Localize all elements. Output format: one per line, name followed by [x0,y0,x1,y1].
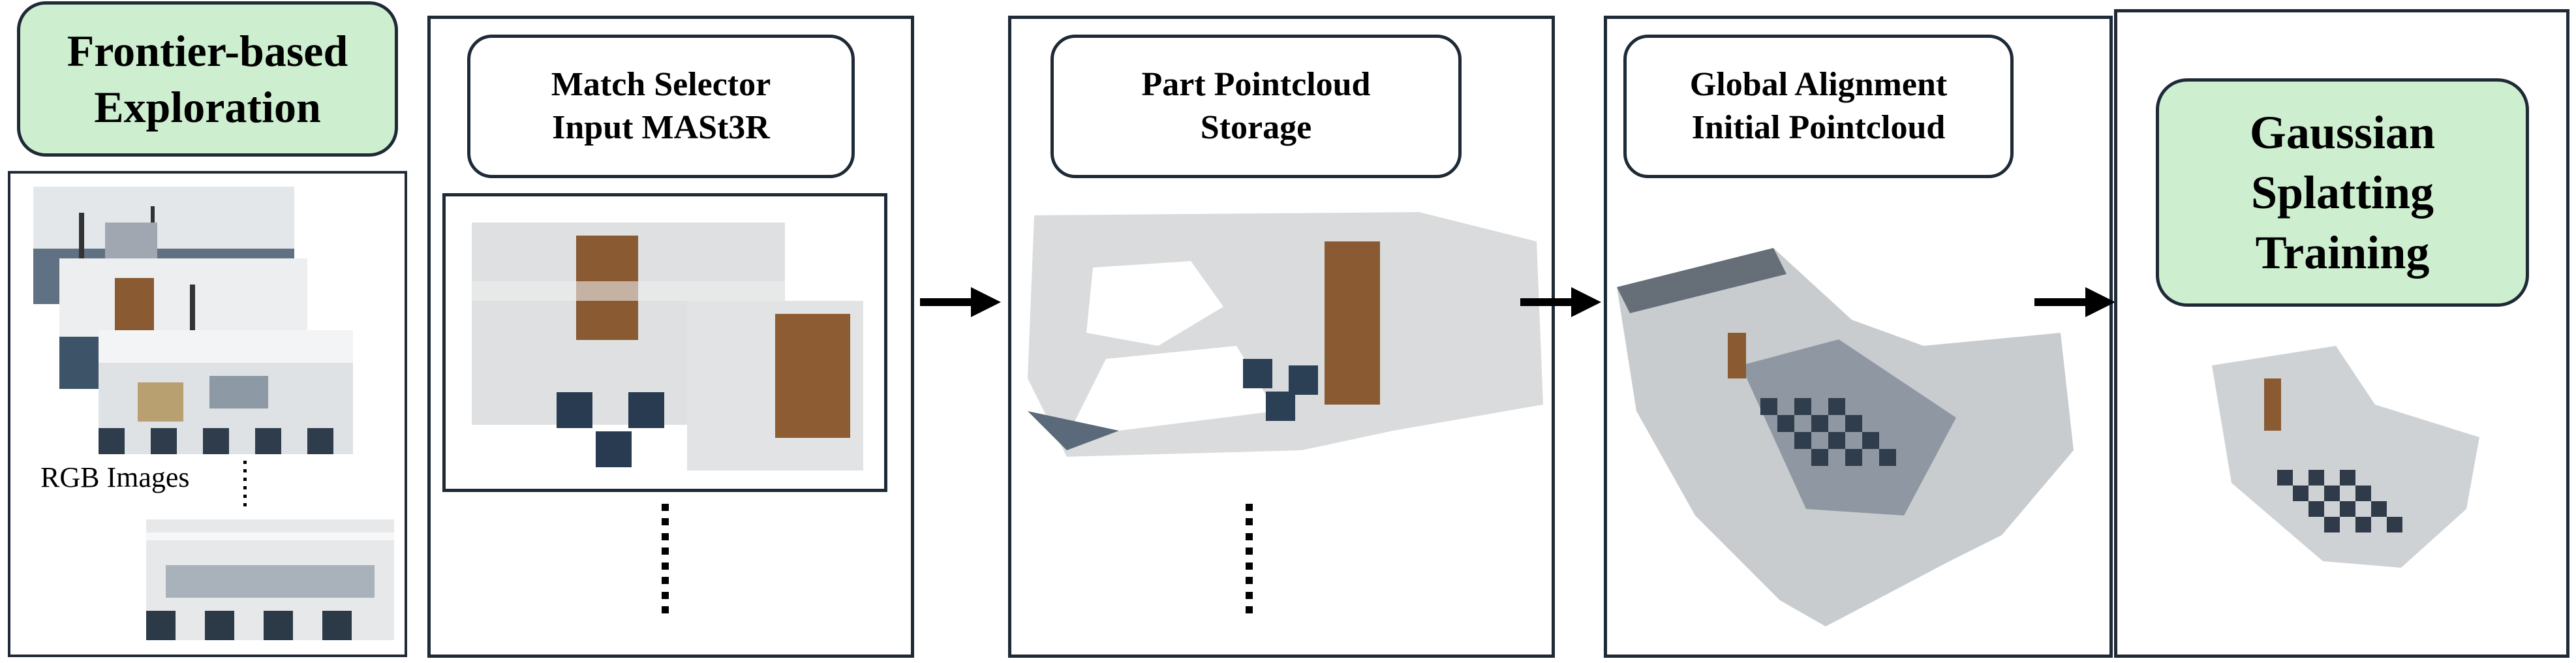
global-pointcloud-render [1617,248,2074,626]
part-pointcloud-title: Part Pointcloud Storage [1050,35,1462,178]
match-selector-title: Match Selector Input MASt3R [467,35,855,178]
global-alignment-title-line1: Global Alignment [1689,66,1948,103]
right-arrow [920,287,1001,317]
exploration-title-line1: Frontier-based [67,26,348,76]
gaussian-title-line3: Training [2255,226,2430,279]
global-alignment-title: Global Alignment Initial Pointcloud [1623,35,2014,178]
rgb-images-label: RGB Images [40,461,190,493]
gaussian-splat-render [2212,346,2479,568]
match-selector-title-line1: Match Selector [551,66,771,103]
exploration-title-line2: Exploration [94,82,321,132]
part-pointcloud-title-line1: Part Pointcloud [1141,66,1371,103]
vertical-ellipsis [662,504,669,613]
part-pointcloud-title-line2: Storage [1200,109,1312,146]
right-arrow [2034,287,2115,317]
gaussian-title-line1: Gaussian [2249,106,2436,159]
match-selector-title-line2: Input MASt3R [552,109,770,146]
part-pointcloud-render [1028,212,1543,457]
global-alignment-title-line2: Initial Pointcloud [1691,109,1946,146]
vertical-ellipsis [243,461,247,506]
exploration-title: Frontier-based Exploration [17,1,398,157]
right-arrow [1520,287,1601,317]
matched-image-frame [442,193,887,492]
vertical-ellipsis [1246,504,1253,613]
gaussian-splatting-title: Gaussian Splatting Training [2156,78,2529,307]
rgb-image-thumbnail [146,519,394,640]
matched-image-pair [472,223,863,470]
rgb-images-panel: RGB Images [8,171,407,657]
rgb-image-thumbnail [99,330,353,454]
gaussian-title-line2: Splatting [2250,166,2434,219]
